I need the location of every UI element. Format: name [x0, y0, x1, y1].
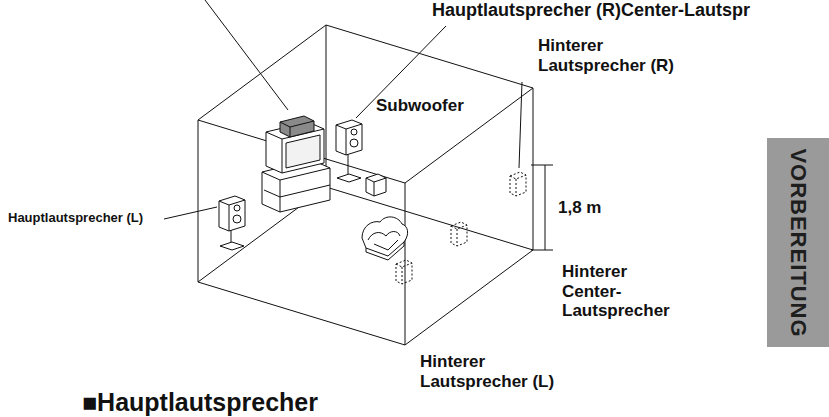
- center-speaker: [280, 116, 314, 137]
- part-label: Hauptlautsprecher (R): [432, 0, 621, 21]
- dimension-label: 1,8 m: [558, 198, 601, 218]
- side-tab: VORBEREITUNG: [767, 138, 829, 347]
- tab-text: VORBEREITUNG: [785, 148, 811, 337]
- part-label: Hinterer Lautsprecher (R): [538, 36, 708, 75]
- subwoofer-box: [366, 174, 386, 196]
- part-label: Hauptlautsprecher (L): [8, 211, 143, 226]
- part-label: Subwoofer: [376, 96, 464, 116]
- armchair: [362, 217, 408, 260]
- part-label: Hinterer Lautsprecher (L): [420, 352, 585, 391]
- rear-speakers: [396, 172, 526, 284]
- front-speaker-right: [336, 120, 362, 182]
- leader-lines: [164, 0, 522, 219]
- front-speaker-left: [219, 196, 245, 250]
- room-box: [198, 25, 533, 345]
- section-heading: ■Hauptlautsprecher: [82, 388, 318, 417]
- part-label: Center-Lautspr: [621, 0, 750, 21]
- part-label: Hinterer Center-Lautsprecher: [562, 262, 690, 321]
- height-dimension: [531, 165, 553, 250]
